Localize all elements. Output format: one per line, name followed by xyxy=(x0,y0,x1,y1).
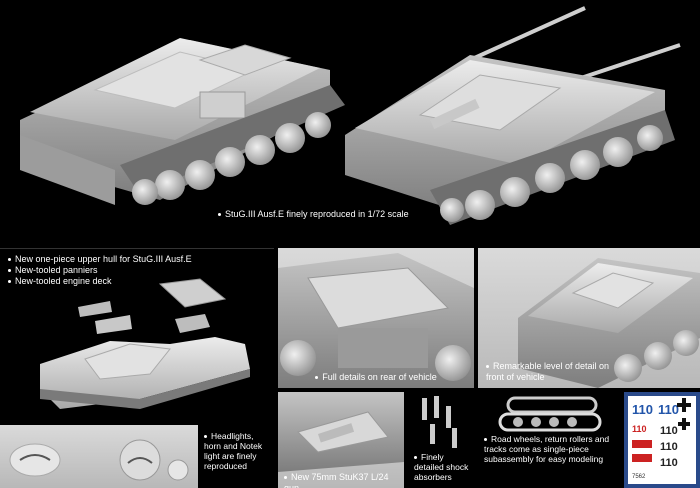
rear-detail-panel: Full details on rear of vehicle xyxy=(278,248,474,388)
shock-caption: Finely detailed shock absorbers xyxy=(414,452,469,482)
balkenkreuz-icon xyxy=(677,398,691,430)
hero-tank-renders xyxy=(20,6,681,225)
main-caption: StuG.III Ausf.E finely reproduced in 1/7… xyxy=(218,209,438,220)
hull-parts-panel: New one-piece upper hull for StuG.III Au… xyxy=(0,248,274,422)
tracks-caption: Road wheels, return rollers and tracks c… xyxy=(484,434,610,464)
tank-rear-render xyxy=(20,38,345,205)
gun-panel: New 75mm StuK37 L/24 gun xyxy=(278,392,404,488)
front-detail-panel: Remarkable level of detail on front of v… xyxy=(478,248,700,388)
rear-caption: Full details on rear of vehicle xyxy=(278,372,474,383)
decal-number: 110 xyxy=(632,402,653,417)
gun-render xyxy=(278,392,404,472)
front-caption: Remarkable level of detail on front of v… xyxy=(486,361,610,382)
decal-sheet-panel: 110 110 110 110 110 110 7562 xyxy=(624,392,700,488)
lights-panel: Headlights, horn and Notek light are fin… xyxy=(0,425,274,488)
decal-number: 110 xyxy=(632,424,647,434)
decal-number: 110 xyxy=(660,441,678,453)
hull-parts-render xyxy=(40,278,250,409)
front-detail-render xyxy=(518,258,700,388)
hero-panel: StuG.III Ausf.E finely reproduced in 1/7… xyxy=(20,6,681,225)
tank-front-render xyxy=(345,6,681,225)
hull-feature-item: New-tooled panniers xyxy=(8,265,270,276)
rear-detail-render xyxy=(278,253,474,388)
hull-feature-item: New-tooled engine deck xyxy=(8,276,270,287)
hull-features-list: New one-piece upper hull for StuG.III Au… xyxy=(8,254,270,287)
decal-number: 110 xyxy=(660,425,678,437)
lights-caption: Headlights, horn and Notek light are fin… xyxy=(204,431,263,471)
lights-render xyxy=(9,439,189,481)
gun-caption: New 75mm StuK37 L/24 gun xyxy=(284,472,389,488)
hull-feature-item: New one-piece upper hull for StuG.III Au… xyxy=(8,254,270,265)
decal-code: 7562 xyxy=(632,474,646,480)
decal-sheet: 110 110 110 110 110 110 7562 xyxy=(632,398,691,480)
tracks-render xyxy=(498,396,602,432)
decal-number: 110 xyxy=(660,457,678,469)
shock-panel: Finely detailed shock absorbers xyxy=(408,392,474,488)
shock-absorbers-render xyxy=(422,396,457,448)
tracks-panel: Road wheels, return rollers and tracks c… xyxy=(478,392,620,488)
decal-number: 110 xyxy=(658,402,679,417)
